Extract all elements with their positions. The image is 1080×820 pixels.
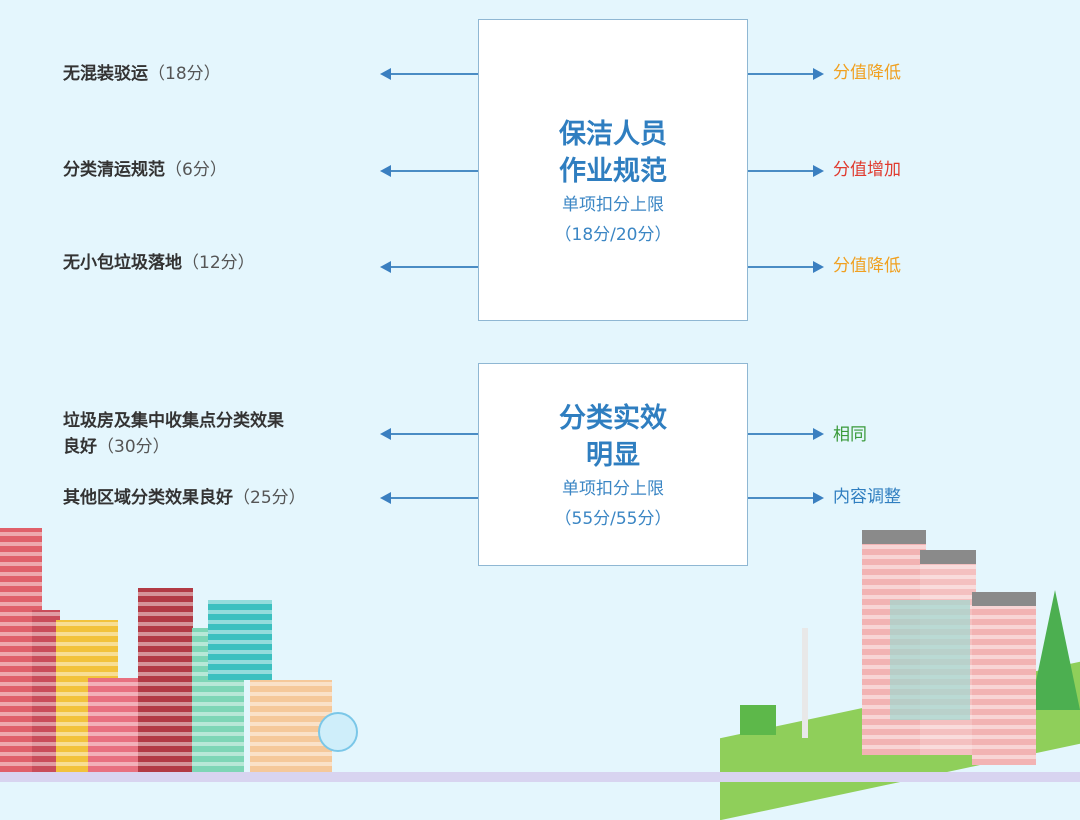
item-label: 无小包垃圾落地 bbox=[63, 253, 182, 273]
footer-strip bbox=[0, 772, 1080, 782]
box-title: 明显 bbox=[586, 440, 640, 471]
left-item: 其他区域分类效果良好（25分） bbox=[63, 485, 306, 511]
item-points: （18分） bbox=[148, 64, 221, 84]
item-label: 垃圾房及集中收集点分类效果 bbox=[63, 411, 284, 431]
change-label: 分值增加 bbox=[833, 160, 901, 180]
box-subtitle: 单项扣分上限 bbox=[562, 195, 664, 215]
arrow-left bbox=[380, 428, 478, 440]
arrow-right bbox=[748, 492, 824, 504]
change-label: 分值降低 bbox=[833, 63, 901, 83]
arrow-left bbox=[380, 261, 478, 273]
left-item: 分类清运规范（6分） bbox=[63, 157, 227, 183]
arrow-right bbox=[748, 261, 824, 273]
item-points: （30分） bbox=[97, 437, 170, 457]
arrow-left bbox=[380, 492, 478, 504]
standard-box-cleaning: 保洁人员 作业规范 单项扣分上限 （18分/20分） bbox=[478, 19, 748, 321]
change-label: 相同 bbox=[833, 425, 867, 445]
standard-box-effect: 分类实效 明显 单项扣分上限 （55分/55分） bbox=[478, 363, 748, 566]
item-label: 其他区域分类效果良好 bbox=[63, 488, 233, 508]
item-points: （12分） bbox=[182, 253, 255, 273]
left-item: 无混装驳运（18分） bbox=[63, 61, 221, 87]
left-item: 垃圾房及集中收集点分类效果良好（30分） bbox=[63, 408, 284, 460]
left-item: 无小包垃圾落地（12分） bbox=[63, 250, 255, 276]
box-score: （18分/20分） bbox=[554, 225, 672, 245]
item-label: 无混装驳运 bbox=[63, 64, 148, 84]
arrow-right bbox=[748, 68, 824, 80]
item-points: （25分） bbox=[233, 488, 306, 508]
arrow-left bbox=[380, 165, 478, 177]
change-label: 分值降低 bbox=[833, 256, 901, 276]
arrow-left bbox=[380, 68, 478, 80]
box-title: 作业规范 bbox=[559, 156, 667, 187]
arrow-right bbox=[748, 165, 824, 177]
item-label: 分类清运规范 bbox=[63, 160, 165, 180]
item-points: （6分） bbox=[165, 160, 227, 180]
change-label: 内容调整 bbox=[833, 487, 901, 507]
box-score: （55分/55分） bbox=[554, 509, 672, 529]
arrow-right bbox=[748, 428, 824, 440]
box-title: 分类实效 bbox=[559, 403, 667, 434]
box-title: 保洁人员 bbox=[559, 119, 667, 150]
box-subtitle: 单项扣分上限 bbox=[562, 479, 664, 499]
item-label: 良好 bbox=[63, 437, 97, 457]
